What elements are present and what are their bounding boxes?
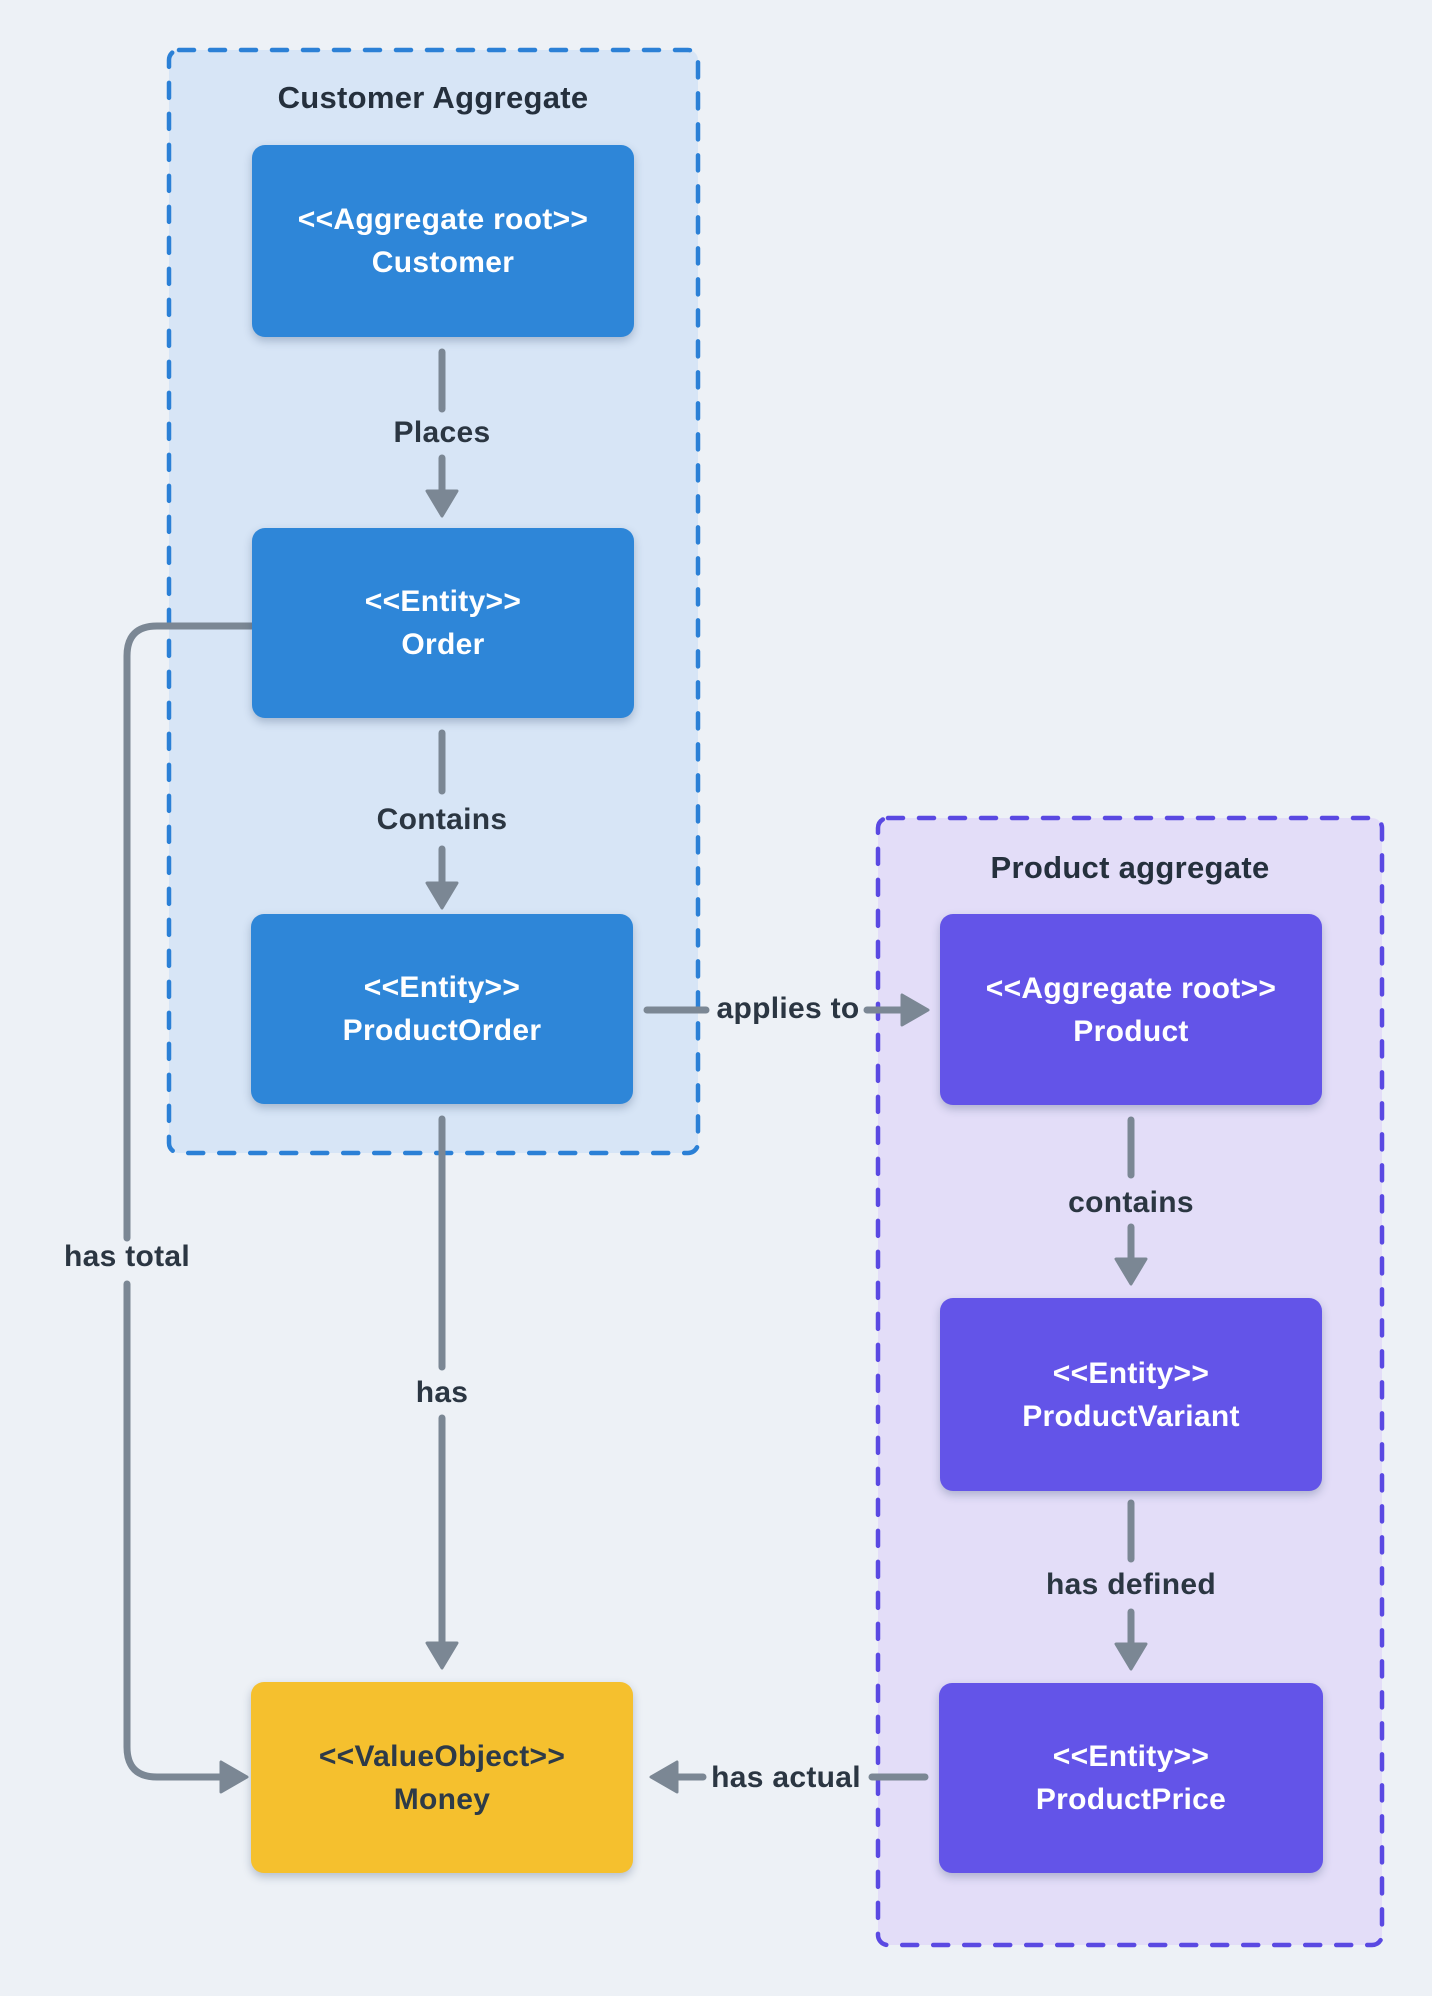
has-defined-arrowhead xyxy=(1114,1642,1148,1671)
node-name: ProductOrder xyxy=(342,1014,542,1047)
money-node: <<ValueObject>> Money xyxy=(251,1682,633,1873)
node-stereotype: <<Entity>> xyxy=(1052,1740,1210,1773)
node-name: Order xyxy=(401,628,485,661)
product-price-node: <<Entity>> ProductPrice xyxy=(939,1683,1323,1873)
contains-arrowhead xyxy=(425,881,459,910)
node-stereotype: <<Aggregate root>> xyxy=(985,971,1277,1005)
node-name: ProductVariant xyxy=(1022,1399,1240,1433)
applies-to-edge-label: applies to xyxy=(716,992,860,1025)
node-stereotype: <<Entity>> xyxy=(364,585,522,618)
product-order-node: <<Entity>> ProductOrder xyxy=(251,914,633,1104)
node-name: Product xyxy=(1073,1014,1189,1048)
has-total-connector-segment-1 xyxy=(123,622,256,1242)
customer-node: <<Aggregate root>> Customer xyxy=(252,145,634,337)
contains-variant-arrowhead xyxy=(1114,1257,1148,1286)
node-stereotype: <<Entity>> xyxy=(1052,1356,1210,1390)
applies-to-arrowhead xyxy=(900,993,930,1027)
customer-aggregate-title: Customer Aggregate xyxy=(277,80,589,115)
node-name: ProductPrice xyxy=(1035,1783,1227,1816)
product-aggregate-title: Product aggregate xyxy=(990,850,1270,885)
has-total-connector-segment-2 xyxy=(123,1280,224,1781)
product-variant-node: <<Entity>> ProductVariant xyxy=(940,1298,1322,1491)
product-node: <<Aggregate root>> Product xyxy=(940,914,1322,1105)
node-stereotype: <<Entity>> xyxy=(363,971,521,1004)
has-actual-arrowhead xyxy=(649,1760,679,1794)
has-defined-edge-label: has defined xyxy=(1046,1568,1216,1601)
contains-variant-edge-label: contains xyxy=(1068,1186,1194,1219)
node-stereotype: <<ValueObject>> xyxy=(318,1739,566,1773)
contains-edge-label: Contains xyxy=(376,803,508,836)
node-name: Money xyxy=(393,1782,491,1816)
node-name: Customer xyxy=(371,246,515,279)
has-actual-edge-label: has actual xyxy=(711,1761,861,1794)
node-stereotype: <<Aggregate root>> xyxy=(297,203,589,236)
has-total-arrowhead xyxy=(219,1760,249,1794)
places-arrowhead xyxy=(425,489,459,518)
has-total-edge-label: has total xyxy=(63,1240,191,1273)
has-arrowhead xyxy=(425,1641,459,1670)
places-edge-label: Places xyxy=(393,416,491,449)
order-node: <<Entity>> Order xyxy=(252,528,634,718)
has-edge-label: has xyxy=(415,1376,469,1409)
